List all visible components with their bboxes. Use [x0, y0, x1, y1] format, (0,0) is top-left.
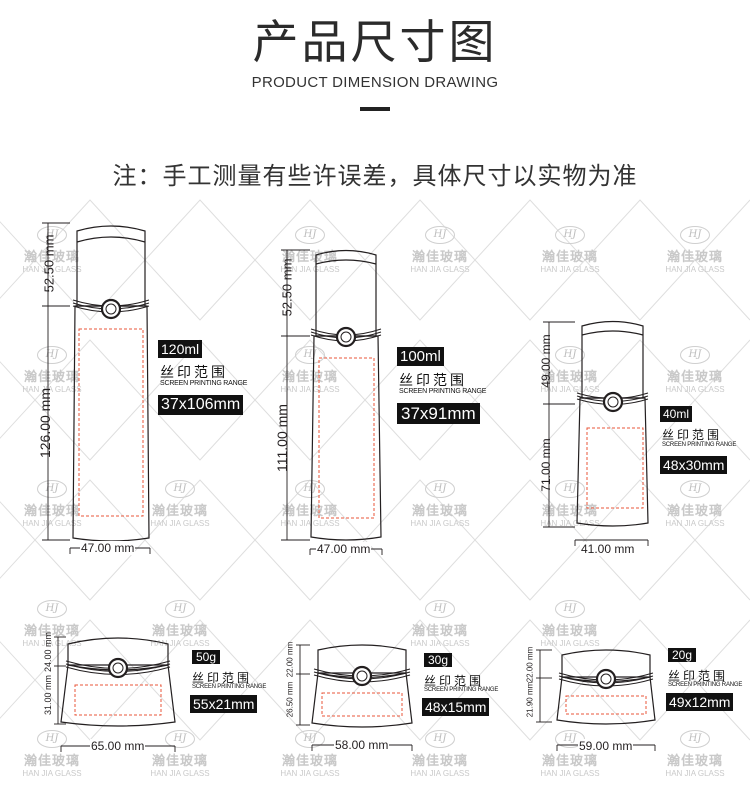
width-label: 41.00 mm [580, 542, 636, 556]
print-range-cn: 丝印范围 [424, 674, 485, 688]
title-underline [360, 107, 390, 111]
capacity-label: 50g [192, 650, 221, 664]
bottle-body [310, 335, 382, 541]
band-medallion [100, 298, 122, 320]
bottle-cap [315, 249, 377, 337]
print-area [74, 684, 162, 716]
jar-30g-drawing [296, 644, 413, 751]
body-height-label: 21.90 mm [525, 681, 535, 718]
capacity-label: 40ml [660, 406, 693, 422]
jar-body [311, 672, 413, 728]
jar-50g-drawing [54, 636, 176, 752]
capacity-label: 120ml [158, 340, 203, 358]
jar-20g-drawing [536, 649, 656, 751]
width-label: 59.00 mm [578, 739, 634, 753]
measurement-note: 注：手工测量有些许误差，具体尺寸以实物为准 [112, 162, 638, 190]
bottle-cap [76, 225, 146, 307]
jar-body [60, 664, 176, 727]
band-medallion [107, 657, 129, 679]
print-size-label: 37x91mm [397, 403, 480, 424]
width-label: 47.00 mm [80, 541, 136, 555]
capacity-label: 30g [424, 653, 453, 667]
print-area [318, 357, 375, 519]
print-range-en: SCREEN PRINTING RANGE [424, 687, 499, 693]
print-range-cn: 丝印范围 [662, 428, 723, 442]
band-medallion [351, 665, 373, 687]
band-medallion [335, 326, 357, 348]
band-medallion [595, 668, 617, 690]
print-range-en: SCREEN PRINTING RANGE [662, 442, 737, 448]
print-range-cn: 丝印范围 [399, 373, 467, 389]
print-size-label: 48x15mm [422, 698, 490, 716]
print-size-label: 55x21mm [190, 695, 258, 713]
bottle-120ml-drawing [42, 222, 151, 554]
print-range-cn: 丝印范围 [668, 669, 729, 683]
width-label: 47.00 mm [316, 542, 372, 556]
cap-lip [581, 330, 644, 336]
bottle-40ml-drawing [543, 320, 649, 546]
print-size-label: 48x30mm [660, 456, 728, 474]
print-size-label: 49x12mm [666, 693, 734, 711]
bottle-body [72, 305, 150, 542]
page-subtitle: PRODUCT DIMENSION DRAWING [251, 74, 499, 91]
band-medallion [602, 391, 624, 413]
cap-lip [76, 236, 146, 243]
jar-body [556, 676, 656, 725]
print-range-en: SCREEN PRINTING RANGE [160, 380, 248, 387]
print-area [78, 328, 144, 517]
print-area [586, 427, 644, 509]
print-range-en: SCREEN PRINTING RANGE [668, 682, 743, 688]
cap-lip [315, 259, 377, 265]
width-label: 58.00 mm [334, 738, 390, 752]
capacity-label: 100ml [397, 347, 444, 366]
print-range-cn: 丝印范围 [192, 671, 253, 685]
page-title: 产品尺寸图 [252, 15, 498, 69]
print-area [565, 695, 647, 715]
capacity-label: 20g [668, 648, 697, 662]
print-area [321, 692, 403, 717]
bottle-cap [581, 320, 644, 399]
print-range-cn: 丝印范围 [160, 365, 228, 381]
print-range-en: SCREEN PRINTING RANGE [399, 388, 487, 395]
print-range-en: SCREEN PRINTING RANGE [192, 684, 267, 690]
bottle-body [576, 397, 649, 527]
width-label: 65.00 mm [90, 739, 146, 753]
dimension-drawings: 52.50 mm 126.00 mm 47.00 mm 120ml 丝印范围 S… [0, 190, 750, 803]
print-size-label: 37x106mm [158, 395, 244, 415]
